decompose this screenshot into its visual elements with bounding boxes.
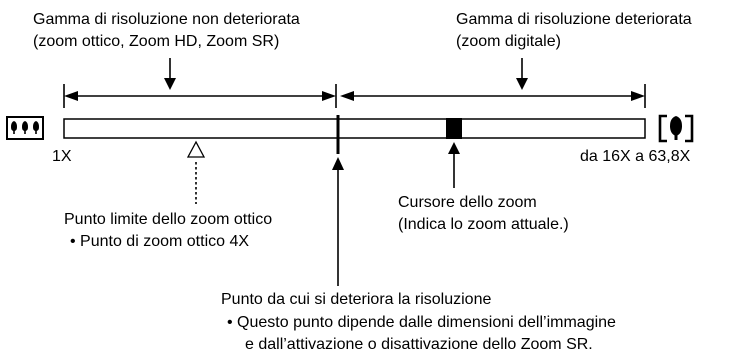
deteriorated-range-arrow xyxy=(340,84,646,108)
non-deteriorated-range-title: Gamma di risoluzione non deteriorata xyxy=(33,11,300,28)
non-deteriorated-range-arrow xyxy=(63,84,337,108)
cursor-annotation-note: (Indica lo zoom attuale.) xyxy=(398,216,569,233)
cursor-annotation-title: Cursore dello zoom xyxy=(398,194,537,211)
deterioration-point-note-1: • Questo punto dipende dalle dimensioni … xyxy=(227,314,616,331)
deteriorated-range-subtitle: (zoom digitale) xyxy=(456,33,561,50)
deteriorated-range-title: Gamma di risoluzione deteriorata xyxy=(456,11,692,28)
zoom-bar xyxy=(63,118,646,139)
optical-limit-note: • Punto di zoom ottico 4X xyxy=(70,233,250,250)
deterioration-pointer-arrow xyxy=(332,157,344,286)
deterioration-point-note-2: e dall’attivazione o disattivazione dell… xyxy=(245,336,593,353)
zoom-max-label: da 16X a 63,8X xyxy=(580,148,691,165)
cursor-pointer-arrow xyxy=(448,142,460,188)
optical-limit-title: Punto limite dello zoom ottico xyxy=(64,211,273,228)
non-deteriorated-range-subtitle: (zoom ottico, Zoom HD, Zoom SR) xyxy=(33,33,280,50)
zoom-min-label: 1X xyxy=(52,148,72,165)
left-header-down-arrow xyxy=(164,58,176,90)
deterioration-point-title: Punto da cui si deteriora la risoluzione xyxy=(221,291,492,308)
zoom-cursor-marker xyxy=(446,118,462,139)
wide-angle-icon xyxy=(6,116,44,140)
optical-zoom-limit-marker xyxy=(186,140,206,158)
right-header-down-arrow xyxy=(516,58,528,90)
telephoto-icon xyxy=(658,114,694,143)
